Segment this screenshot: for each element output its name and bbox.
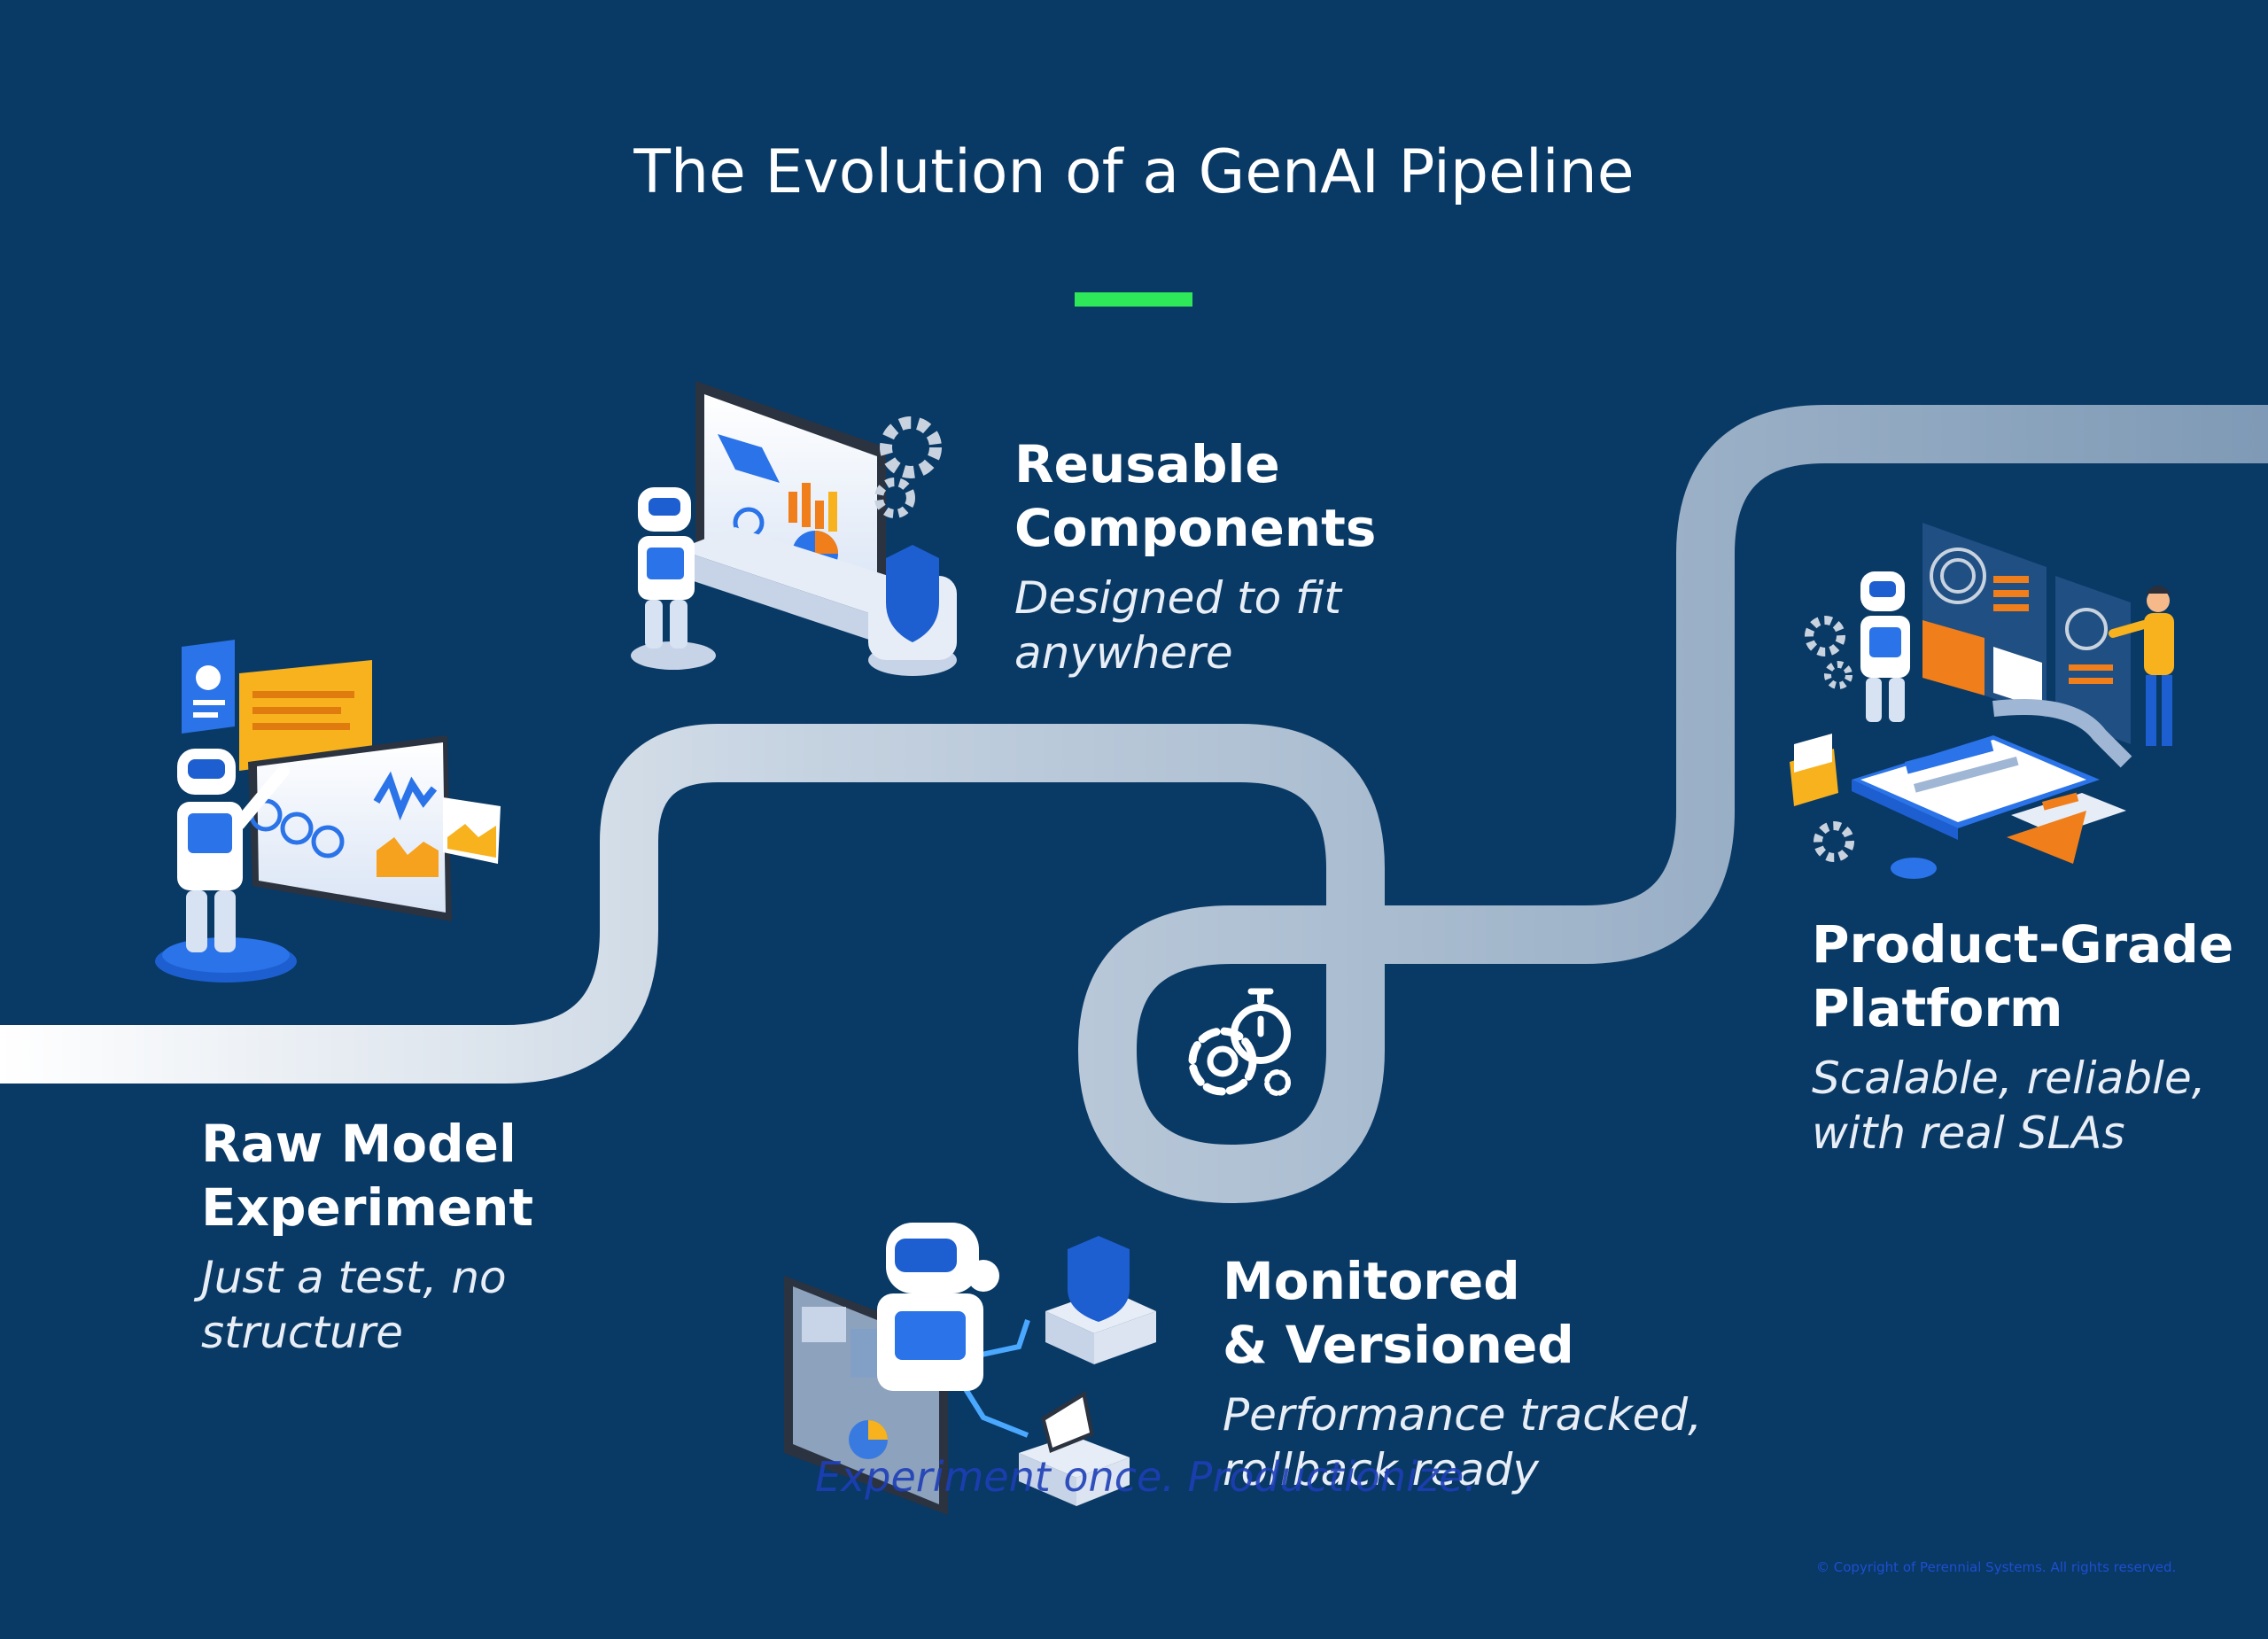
stage-monitored-versioned: Monitored & Versioned Performance tracke… (1223, 1249, 1702, 1497)
stage-title: Monitored & Versioned (1223, 1251, 1574, 1375)
robot-with-servers-monitor-illustration (784, 1223, 1156, 1515)
copyright-notice: © Copyright of Perennial Systems. All ri… (1816, 1559, 2177, 1575)
robot-with-laptop-gears-shield-illustration (631, 381, 957, 676)
stage-description: Just a test, no structure (201, 1252, 507, 1358)
stage-description: Designed to fit anywhere (1014, 572, 1342, 679)
stage-title: Product-Grade Platform (1812, 914, 2234, 1038)
robot-and-person-with-mobile-platform-illustration (1790, 523, 2174, 879)
robot-with-dashboard-screens-illustration (155, 640, 501, 983)
stage-raw-model-experiment: Raw Model Experiment Just a test, no str… (201, 1112, 533, 1360)
title-accent-bar (1075, 292, 1192, 307)
stage-description: Performance tracked, rollback ready (1223, 1389, 1703, 1495)
stage-product-grade-platform: Product-Grade Platform Scalable, reliabl… (1812, 913, 2233, 1161)
page-title: The Evolution of a GenAI Pipeline (633, 137, 1635, 207)
stage-description: Scalable, reliable, with real SLAs (1812, 1053, 2206, 1159)
pipeline-road (0, 405, 2268, 1203)
gears-stopwatch-icon (1188, 988, 1291, 1096)
stage-reusable-components: Reusable Components Designed to fit anyw… (1014, 432, 1376, 680)
stage-title: Raw Model Experiment (201, 1114, 534, 1238)
stage-title: Reusable Components (1014, 434, 1377, 558)
footer-tagline: Experiment once. Productionize. (815, 1453, 1477, 1501)
